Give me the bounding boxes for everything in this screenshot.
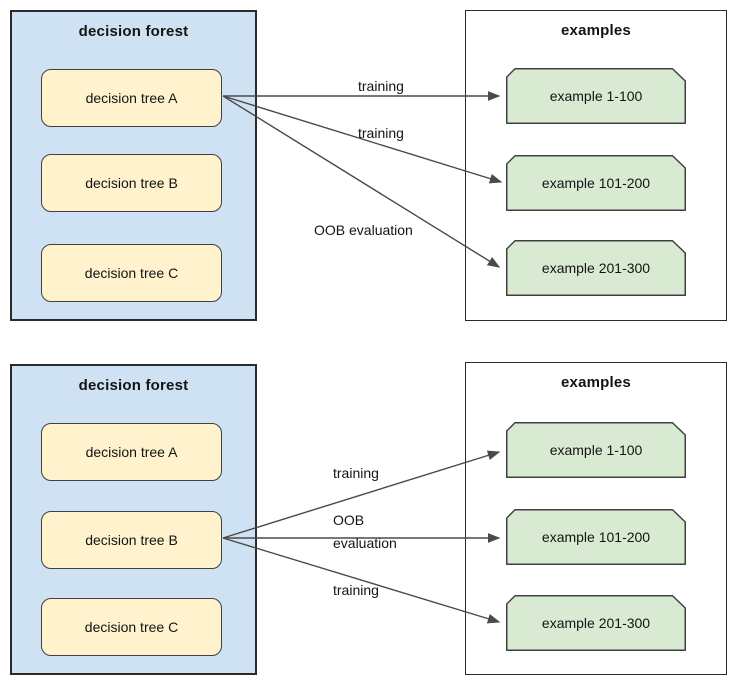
- card-shape: [506, 509, 686, 565]
- decision-tree-b-label: decision tree B: [85, 175, 178, 191]
- decision-tree-b-node: decision tree B: [41, 154, 222, 212]
- arrow-label-training: training: [333, 465, 379, 481]
- decision-forest-title: decision forest: [78, 377, 189, 394]
- example-101-200-node: example 101-200: [506, 509, 686, 565]
- example-201-300-label: example 201-300: [541, 615, 651, 631]
- example-1-100-node: example 1-100: [506, 422, 686, 478]
- example-201-300-label: example 201-300: [541, 260, 651, 276]
- examples-title: examples: [561, 22, 631, 39]
- decision-tree-c-label: decision tree C: [84, 619, 179, 635]
- decision-forest-title: decision forest: [78, 23, 189, 40]
- card-shape: [506, 595, 686, 651]
- arrow-label-oob-evaluation: OOB evaluation: [333, 512, 397, 551]
- card-shape: [506, 68, 686, 124]
- examples-panel-top: examples example 1-100 example 101-200 e…: [465, 10, 727, 321]
- card-shape: [506, 240, 686, 296]
- decision-tree-a-node: decision tree A: [41, 423, 222, 481]
- example-201-300-node: example 201-300: [506, 595, 686, 651]
- arrow-label-training: training: [333, 582, 379, 598]
- arrow-label-training: training: [358, 125, 404, 141]
- example-101-200-label: example 101-200: [541, 529, 651, 545]
- arrow-label-training: training: [358, 78, 404, 94]
- decision-tree-a-label: decision tree A: [85, 444, 178, 460]
- example-1-100-node: example 1-100: [506, 68, 686, 124]
- arrow-label-oob-evaluation: OOB evaluation: [314, 222, 413, 238]
- example-101-200-label: example 101-200: [541, 175, 651, 191]
- examples-title: examples: [561, 374, 631, 391]
- decision-tree-b-node: decision tree B: [41, 511, 222, 569]
- example-1-100-label: example 1-100: [549, 88, 643, 104]
- decision-tree-a-node: decision tree A: [41, 69, 222, 127]
- decision-tree-c-label: decision tree C: [84, 265, 179, 281]
- decision-tree-b-label: decision tree B: [85, 532, 178, 548]
- decision-forest-panel-top: decision forest decision tree A decision…: [10, 10, 257, 321]
- card-shape: [506, 155, 686, 211]
- decision-tree-c-node: decision tree C: [41, 244, 222, 302]
- examples-panel-bottom: examples example 1-100 example 101-200 e…: [465, 362, 727, 675]
- example-101-200-node: example 101-200: [506, 155, 686, 211]
- card-shape: [506, 422, 686, 478]
- decision-forest-panel-bottom: decision forest decision tree A decision…: [10, 364, 257, 675]
- example-201-300-node: example 201-300: [506, 240, 686, 296]
- decision-tree-a-label: decision tree A: [85, 90, 178, 106]
- decision-tree-c-node: decision tree C: [41, 598, 222, 656]
- example-1-100-label: example 1-100: [549, 442, 643, 458]
